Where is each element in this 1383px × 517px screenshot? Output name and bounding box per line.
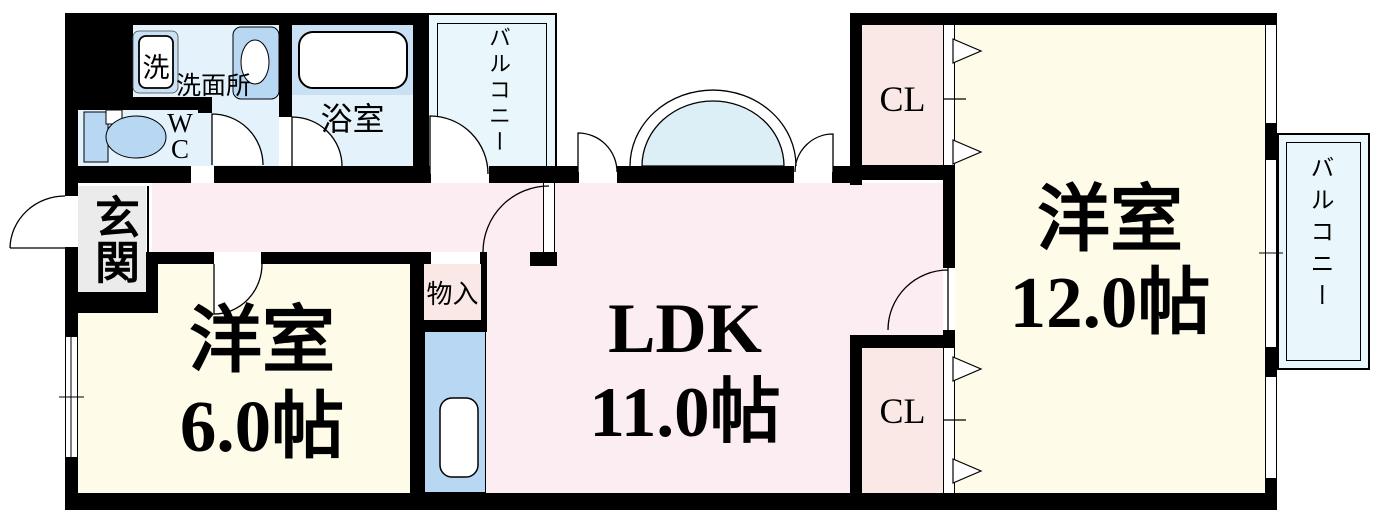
washer-label: 洗: [142, 53, 170, 83]
room-large-label: 洋室 12.0帖: [955, 178, 1265, 344]
sill-hall-door-b: [793, 166, 833, 183]
wall-left-lower: [65, 457, 78, 493]
wall-right-seg-1: [1265, 123, 1277, 160]
sill-storage-door: [430, 252, 481, 264]
wall-bath-right: [413, 13, 427, 183]
bathroom-label: 浴室: [320, 101, 385, 137]
entrance-step-line: [147, 186, 149, 292]
entrance-floor: [78, 186, 146, 292]
wall-top-right: [850, 13, 1277, 25]
closet-bottom-label: CL: [879, 391, 926, 431]
wall-storage-right: [481, 252, 487, 332]
hallway-floor: [152, 183, 862, 252]
front-door-swing: [9, 195, 66, 249]
passage-floor: [850, 183, 943, 335]
wall-room-small-right: [410, 252, 424, 493]
wall-hall-top-1: [65, 166, 192, 183]
storage-floor: [424, 264, 481, 320]
wall-room-small-top-a: [158, 252, 214, 264]
balcony-top-label: バルコニー: [486, 26, 511, 156]
ldk-label: LDK 11.0帖: [520, 288, 850, 456]
window-left-room-small: [65, 337, 78, 457]
window-right-1: [1265, 25, 1277, 123]
wall-room-small-top-b: [262, 252, 410, 264]
balcony-right-label: バルコニー: [1306, 155, 1332, 315]
ldk-size: 11.0帖: [589, 373, 781, 452]
wall-top-left: [65, 13, 427, 25]
wall-closet-top-bottom: [850, 165, 955, 180]
ldk-name: LDK: [608, 290, 762, 368]
room-large-door-gap: [943, 268, 955, 330]
kitchen-counter: [424, 331, 486, 493]
storage-label: 物入: [426, 280, 479, 309]
balcony-right-inner-rail: [1286, 142, 1361, 361]
wall-closet-top-left: [850, 13, 862, 185]
sill-balcony-door: [430, 166, 490, 183]
closet-top-label: CL: [879, 79, 926, 119]
wall-entrance-side: [146, 252, 158, 313]
sill-hall-door-a: [578, 166, 618, 183]
closet-bottom-door-track: [943, 348, 955, 493]
wall-bottom: [65, 493, 1277, 510]
ldk-floor: [485, 252, 862, 493]
wall-hall-top-3: [489, 166, 578, 183]
closet-top-floor: [862, 25, 943, 165]
room-small-label: 洋室 6.0帖: [97, 298, 427, 470]
wall-bath-left: [279, 25, 292, 117]
sill-washroom-door: [190, 166, 215, 183]
ldk-door-leaf: [543, 183, 555, 252]
wall-ldk-door-stub: [530, 252, 557, 266]
closet-top-door-track: [943, 25, 955, 165]
room-small-name: 洋室: [189, 300, 335, 381]
entrance-label: 玄関: [88, 194, 138, 284]
wall-entrance-bottom: [65, 292, 148, 313]
wall-wc-right: [198, 97, 212, 113]
wall-hall-top-4: [618, 166, 795, 183]
wall-right-seg-3: [1265, 478, 1277, 510]
wall-storage-bottom: [418, 320, 487, 332]
room-large-floor: [955, 25, 1265, 493]
wall-wc-top: [65, 97, 212, 110]
balcony-right: [1277, 133, 1370, 370]
window-right-2: [1265, 160, 1277, 347]
toilet-label: WC: [167, 108, 193, 165]
arch-opening-inner: [641, 100, 785, 167]
sill-room-small-door: [213, 252, 262, 264]
room-large-name: 洋室: [1037, 179, 1183, 260]
closet-bottom-floor: [862, 348, 943, 493]
wall-room-large-left-a: [943, 180, 955, 268]
bathtub-deck: [292, 25, 413, 95]
wall-hall-top-2: [215, 166, 433, 183]
wall-right-seg-2: [1265, 347, 1277, 377]
wall-closet-bottom-top: [850, 335, 955, 348]
arch-opening-outer: [629, 89, 797, 167]
wall-closet-bottom-left: [850, 335, 862, 493]
duct-block: [65, 13, 133, 100]
window-right-3: [1265, 377, 1277, 478]
room-large-size: 12.0帖: [1009, 262, 1211, 344]
room-small-size: 6.0帖: [179, 386, 345, 468]
wall-room-large-left-b: [943, 330, 955, 348]
washroom-label: 洗面所: [176, 73, 252, 100]
